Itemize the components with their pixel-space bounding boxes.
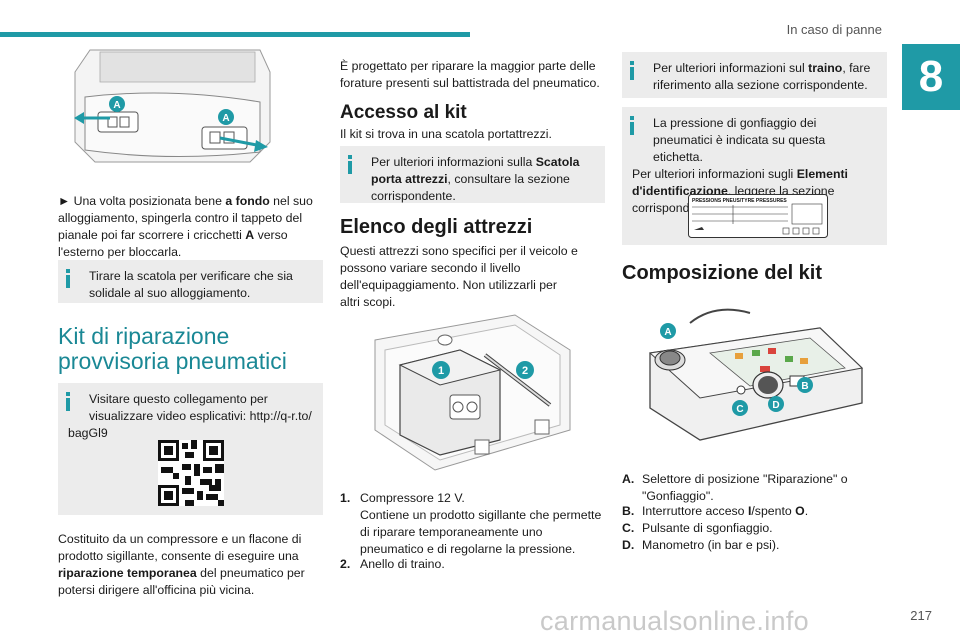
callout-a: A [664,327,671,338]
callout-b: B [801,381,808,392]
kit-item-b: B. Interruttore acceso I/spento O. [622,504,809,518]
info-box-toolbox: Per ulteriori informazioni sulla Scatola… [340,146,605,203]
info-box-towing: Per ulteriori informazioni sul traino, f… [622,52,887,98]
callout-d: D [772,400,779,411]
tools-text: Questi attrezzi sono specifici per il ve… [340,244,578,309]
info-icon [66,269,70,288]
section-title: In caso di panne [786,22,882,37]
chapter-tab: 8 [902,44,960,110]
composition-heading: Composizione del kit [622,262,823,284]
tools-box-illustration: 1 2 [374,314,571,471]
repair-intro: È progettato per riparare la maggior par… [340,59,600,90]
compressor-illustration: A B C D [648,308,864,441]
callout-a-right: A [222,113,229,124]
info-box-check: Tirare la scatola per verificare che sia… [58,260,323,303]
tyre-pressure-label: PRESSIONS PNEUS/TYRE PRESSURES [688,194,828,238]
header-accent-bar [0,32,470,37]
info-box-pressure: La pressione di gonfiaggio dei pneumatic… [622,107,887,245]
kit-item-d: D. Manometro (in bar e psi). [622,538,780,552]
info-box-video: Visitare questo collegamento per visuali… [58,383,323,515]
kit-item-c: C. Pulsante di sgonfiaggio. [622,521,773,535]
info-icon [348,155,352,174]
callout-1: 1 [438,365,444,377]
watermark: carmanualsonline.info [540,606,809,636]
access-heading: Accesso al kit [340,102,467,123]
info-icon [630,116,634,135]
tool-item-2: 2. Anello di traino. [340,557,445,571]
step-instruction: ► Una volta posizionata bene a fondo nel… [58,194,313,259]
access-text: Il kit si trova in una scatola portattre… [340,127,552,141]
kit-description: Costituito da un compressore e un flacon… [58,532,305,597]
tools-heading: Elenco degli attrezzi [340,216,533,238]
info-icon [630,61,634,80]
page-number: 217 [910,608,932,623]
callout-a-left: A [113,100,120,111]
info-icon [66,392,70,411]
qr-code [158,440,224,506]
callout-c: C [736,404,743,415]
tool-item-1: 1. Compressore 12 V. Contiene un prodott… [340,491,602,556]
kit-item-a: A. Selettore di posizione "Riparazione" … [622,472,848,503]
callout-2: 2 [522,365,528,377]
toolbox-latch-illustration: A A [74,49,271,163]
label-title: PRESSIONS PNEUS/TYRE PRESSURES [692,198,787,204]
